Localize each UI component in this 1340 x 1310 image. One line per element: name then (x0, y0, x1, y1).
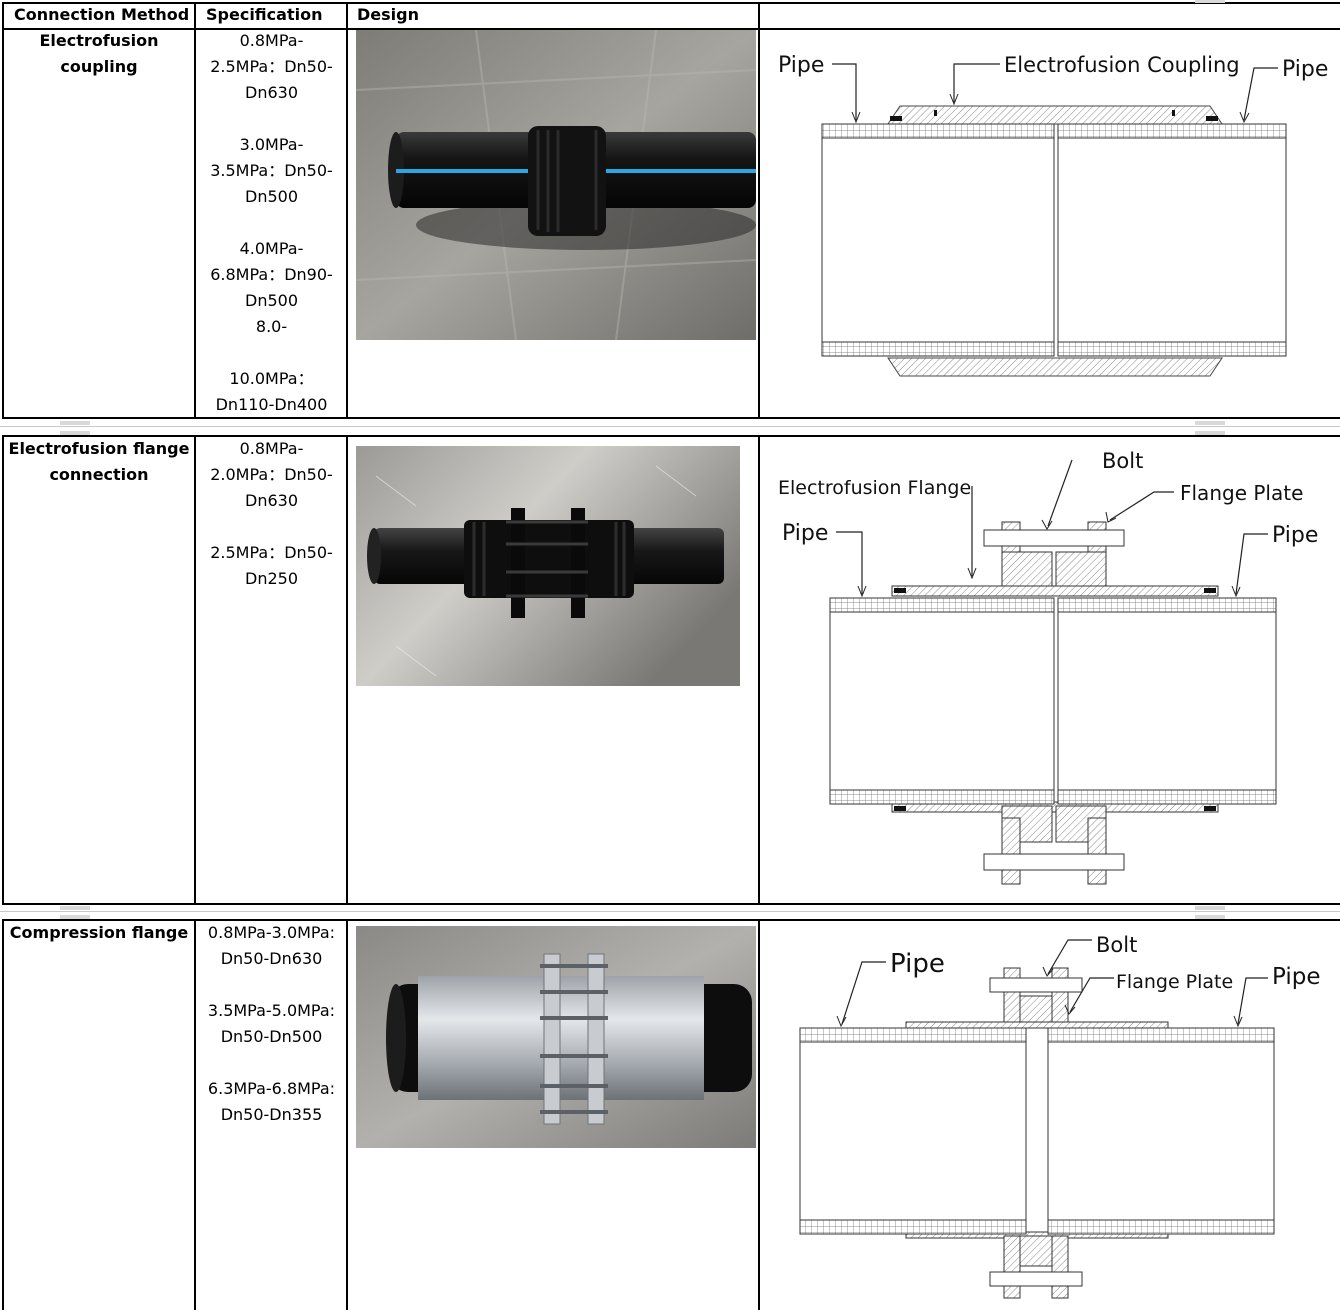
table-resize-marker[interactable] (1195, 421, 1225, 425)
spec-line: Dn630 (245, 491, 298, 510)
table-resize-marker[interactable] (60, 906, 90, 910)
table-resize-marker[interactable] (1195, 0, 1225, 3)
spec-line (196, 972, 347, 998)
electrofusion-coupling-drawing: Pipe Electrofusion Coupling Pipe (770, 40, 1330, 400)
header-bottom-line (2, 28, 1340, 30)
label-bolt: Bolt (1102, 449, 1143, 473)
spec-line: 6.8MPa：Dn90- (210, 265, 333, 284)
connection-method-cell: Electrofusion flange connection (8, 439, 190, 484)
spec-line: Dn630 (245, 83, 298, 102)
connection-method-cell: Compression flange (9, 923, 189, 942)
col-line-1 (194, 919, 196, 1310)
spec-line: Dn500 (245, 291, 298, 310)
label-bolt: Bolt (1096, 933, 1137, 957)
electrofusion-flange-photo (356, 446, 740, 686)
label-pipe-left: Pipe (778, 53, 824, 78)
spec-line: 2.5MPa：Dn50- (210, 543, 333, 562)
header-connection-method: Connection Method (14, 5, 190, 24)
label-electrofusion-flange: Electrofusion Flange (778, 477, 971, 499)
spec-line (196, 340, 347, 366)
spec-line: 3.5MPa：Dn50- (210, 161, 333, 180)
spec-line: 3.0MPa- (239, 135, 304, 154)
spec-line: 0.8MPa-3.0MPa: (207, 923, 336, 942)
label-pipe-left: Pipe (890, 949, 945, 979)
spec-line: 10.0MPa： (229, 369, 314, 388)
spec-line: 4.0MPa- (239, 239, 304, 258)
label-pipe-right: Pipe (1272, 523, 1318, 548)
spec-line: 8.0- (255, 317, 288, 336)
col-line-left (2, 919, 4, 1310)
table-resize-marker[interactable] (1195, 906, 1225, 910)
electrofusion-coupling-photo (356, 30, 756, 340)
page-break-line (0, 426, 1340, 427)
row2-bottom-line (2, 903, 1340, 905)
connection-method-cell: Electrofusion coupling (39, 31, 159, 76)
table-resize-marker[interactable] (60, 431, 90, 435)
header-design: Design (357, 5, 419, 24)
spec-line (196, 514, 347, 540)
spec-line: 2.0MPa：Dn50- (210, 465, 333, 484)
col-line-left (2, 435, 4, 905)
col-line-3 (758, 2, 760, 419)
compression-flange-drawing: Pipe Bolt Flange Plate Pipe (770, 926, 1330, 1306)
table-resize-marker[interactable] (1195, 431, 1225, 435)
row2-top-line (2, 435, 1340, 437)
spec-line (196, 1050, 347, 1076)
header-specification: Specification (206, 5, 323, 24)
table-border-top (2, 2, 1340, 4)
page-break-line (0, 911, 1340, 912)
spec-line (196, 210, 347, 236)
col-line-2 (346, 2, 348, 419)
spec-line: Dn50-Dn630 (220, 949, 323, 968)
spec-line: Dn50-Dn355 (220, 1105, 323, 1124)
spec-line: 3.5MPa-5.0MPa: (207, 1001, 336, 1020)
col-line-2 (346, 435, 348, 905)
col-line-2 (346, 919, 348, 1310)
spec-line: 0.8MPa- (239, 439, 304, 458)
label-flange-plate: Flange Plate (1116, 971, 1233, 993)
spec-line: 2.5MPa：Dn50- (210, 57, 333, 76)
col-line-3 (758, 435, 760, 905)
col-line-1 (194, 435, 196, 905)
specification-cell: 0.8MPa-3.0MPa: Dn50-Dn630 3.5MPa-5.0MPa: D… (196, 920, 347, 1128)
spec-line: 6.3MPa-6.8MPa: (207, 1079, 336, 1098)
label-pipe-right: Pipe (1282, 57, 1328, 82)
row1-bottom-line (2, 417, 1340, 419)
col-line-left (2, 2, 4, 419)
table-resize-marker[interactable] (60, 915, 90, 919)
table-resize-marker[interactable] (60, 421, 90, 425)
col-line-1 (194, 2, 196, 419)
label-flange-plate: Flange Plate (1180, 481, 1303, 505)
specification-cell: 0.8MPa- 2.0MPa：Dn50- Dn630 2.5MPa：Dn50- Dn2… (196, 436, 347, 592)
spec-line: Dn110-Dn400 (215, 395, 328, 414)
table-resize-marker[interactable] (1195, 915, 1225, 919)
spec-line: Dn250 (245, 569, 298, 588)
label-electrofusion-coupling: Electrofusion Coupling (1004, 53, 1240, 77)
specification-cell: 0.8MPa- 2.5MPa：Dn50- Dn630 3.0MPa- 3.5MPa：D… (196, 28, 347, 418)
label-pipe-right: Pipe (1272, 964, 1321, 990)
electrofusion-flange-drawing: Bolt Electrofusion Flange Flange Plate P… (770, 446, 1330, 896)
col-line-3 (758, 919, 760, 1310)
compression-flange-photo (356, 926, 756, 1148)
spec-line: Dn500 (245, 187, 298, 206)
spec-line: 0.8MPa- (239, 31, 304, 50)
row3-top-line (2, 919, 1340, 921)
label-pipe-left: Pipe (782, 521, 828, 546)
spec-line: Dn50-Dn500 (220, 1027, 323, 1046)
spec-line (196, 106, 347, 132)
